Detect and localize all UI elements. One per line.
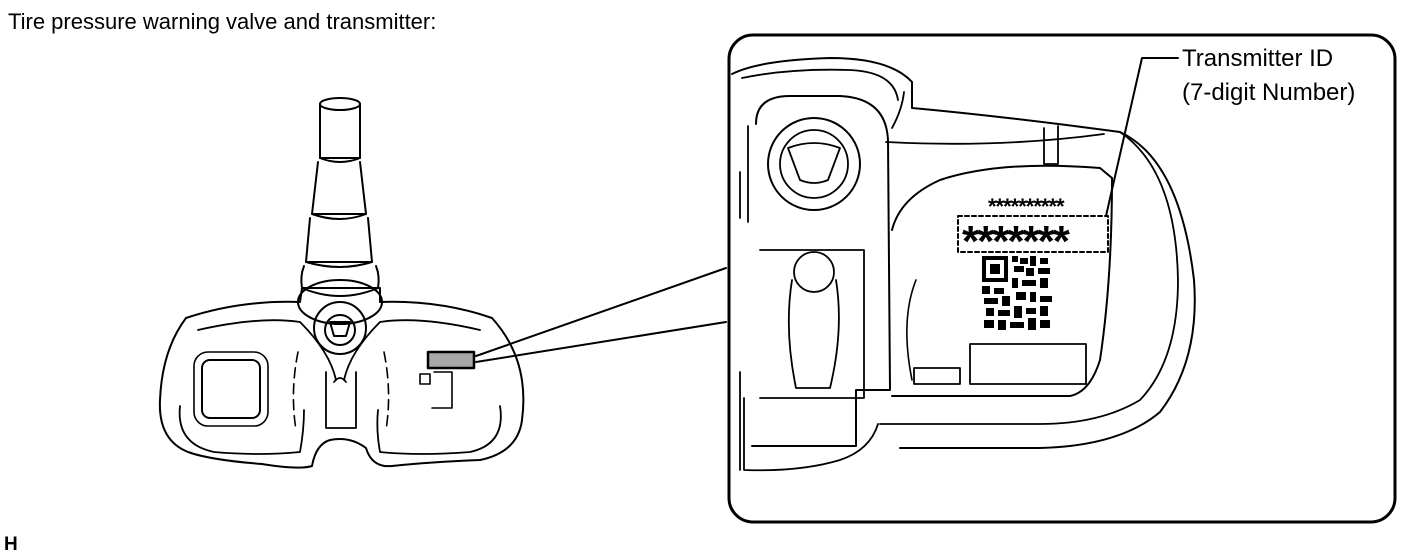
sensor-rib-left — [197, 319, 337, 381]
blank-label-area — [969, 343, 1087, 385]
callout-leader-line — [1105, 57, 1179, 217]
small-mark — [913, 367, 961, 385]
callout-transmitter-id: Transmitter ID — [1182, 45, 1333, 72]
tire-pressure-sensor — [158, 97, 525, 469]
sensor-recess-left — [201, 359, 261, 419]
label-small-code: ********** — [988, 194, 1065, 219]
sensor-body-outline — [158, 287, 525, 469]
figure-title: Tire pressure warning valve and transmit… — [8, 9, 437, 34]
valve-stem — [300, 97, 380, 297]
transmitter-id-box — [957, 215, 1109, 253]
qr-code — [982, 256, 1052, 330]
zoom-frame — [727, 33, 1397, 524]
callout-digit-note: (7-digit Number) — [1182, 79, 1355, 106]
zoomed-detail: ********** ******* — [727, 33, 1397, 524]
zoom-connector-lines — [475, 267, 727, 363]
figure-code: H — [4, 534, 18, 555]
sensor-rib-right — [343, 319, 481, 381]
transmitter-id-label-location — [426, 350, 476, 370]
